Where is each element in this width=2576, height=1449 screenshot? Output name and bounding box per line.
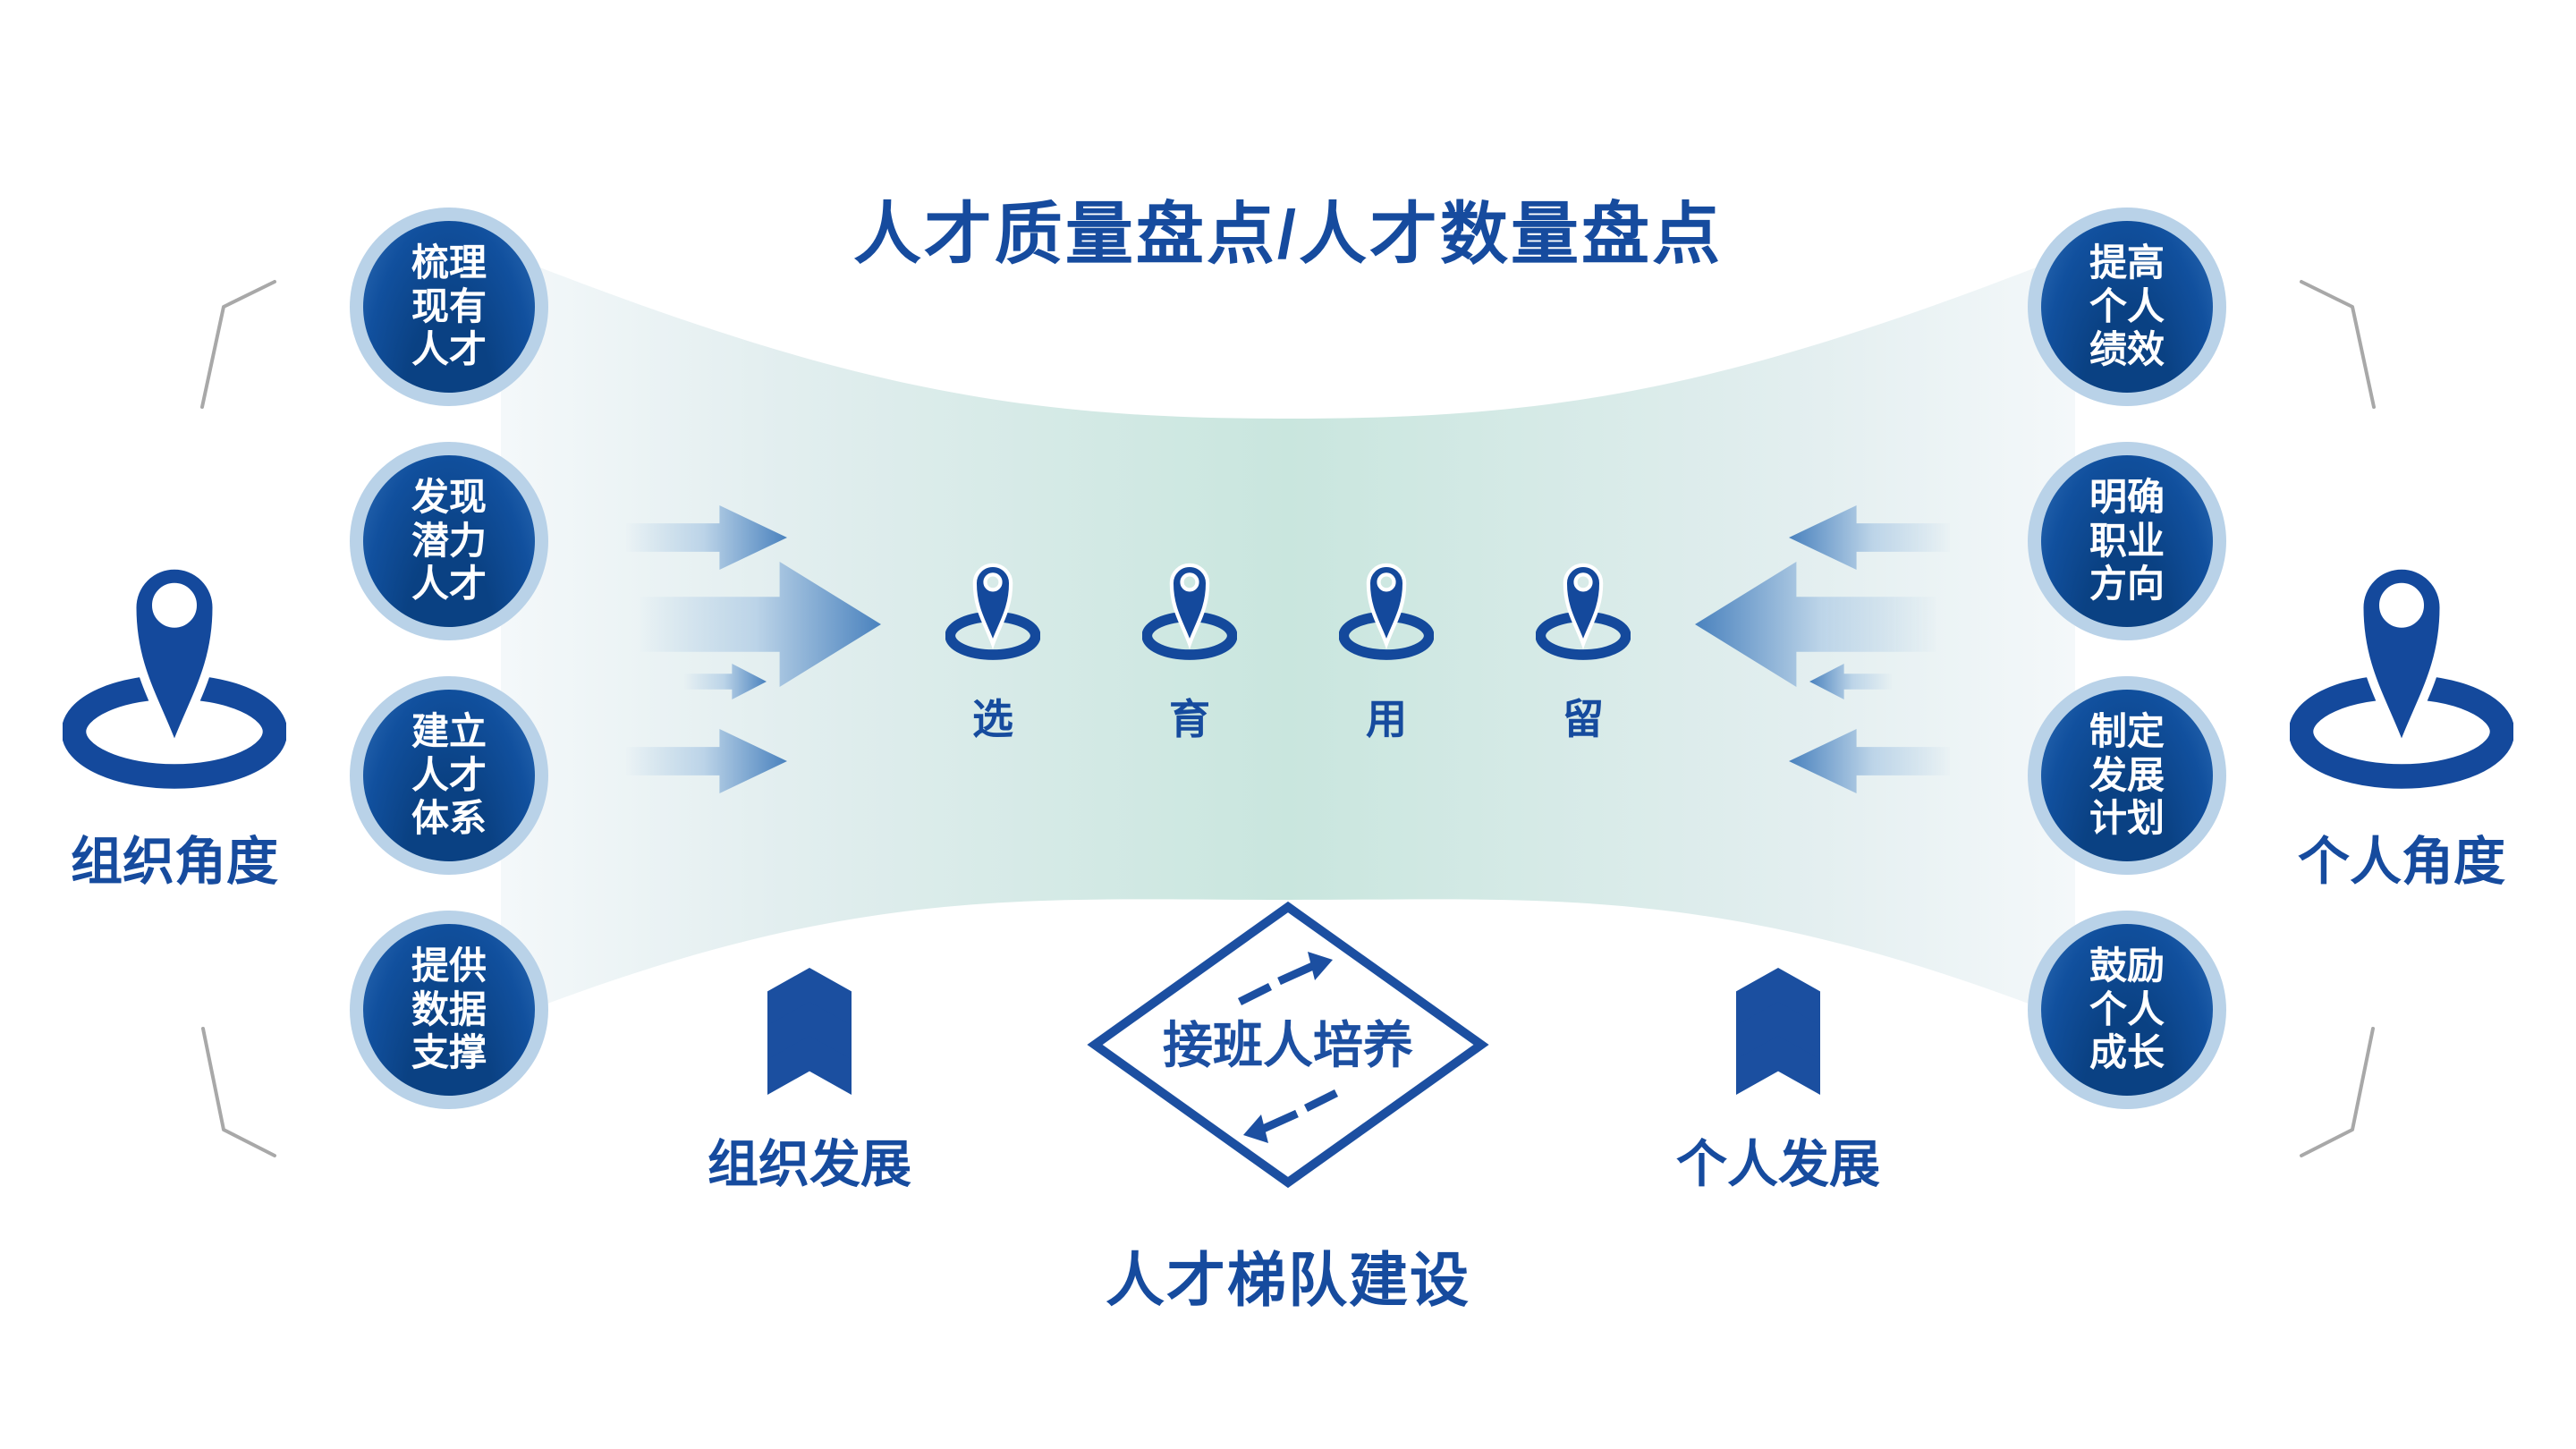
- step-label-develop: 育: [1169, 696, 1210, 742]
- personal-step-circle-1: 提高 个人 绩效: [2028, 208, 2226, 406]
- org-development-chevrons-icon: [767, 968, 852, 1095]
- org-step-circle-4: 提供 数据 支撑: [350, 911, 548, 1109]
- page-title: 人才质量盘点/人才数量盘点: [852, 197, 1724, 273]
- successor-training-diamond: 接班人培养: [1087, 901, 1489, 1189]
- step-label-select: 选: [972, 696, 1013, 742]
- org-step-circle-3: 建立 人才 体系: [350, 676, 548, 875]
- step-label-use: 用: [1366, 696, 1407, 742]
- bracket-bottom-left-icon: [201, 1027, 276, 1157]
- org-step-circle-1: 梳理 现有 人才: [350, 208, 548, 406]
- org-step-text-4: 提供 数据 支撑: [411, 944, 487, 1074]
- develop-pin-icon: [1142, 553, 1237, 662]
- retain-pin-icon: [1536, 553, 1631, 662]
- organization-location-pin-icon: [63, 536, 286, 793]
- talent-pipeline-caption: 人才梯队建设: [1106, 1247, 1470, 1313]
- rising-arrow-top-icon: [1237, 952, 1333, 1006]
- step-label-retain: 留: [1563, 696, 1604, 742]
- bracket-top-left-icon: [200, 280, 276, 409]
- bracket-top-right-icon: [2300, 280, 2376, 409]
- personal-step-circle-4: 鼓励 个人 成长: [2028, 911, 2226, 1109]
- personal-step-circle-3: 制定 发展 计划: [2028, 676, 2226, 875]
- diamond-label: 接班人培养: [1163, 1017, 1413, 1073]
- bracket-bottom-right-icon: [2300, 1027, 2375, 1157]
- personal-step-text-4: 鼓励 个人 成长: [2089, 944, 2165, 1074]
- org-step-text-3: 建立 人才 体系: [411, 709, 487, 840]
- personal-step-text-1: 提高 个人 绩效: [2089, 241, 2165, 371]
- individual-location-pin-icon: [2290, 536, 2513, 793]
- org-development-label: 组织发展: [708, 1136, 911, 1193]
- personal-development-chevrons-icon: [1736, 968, 1820, 1095]
- individual-perspective-label: 个人角度: [2297, 833, 2505, 891]
- right-flow-arrows-icon: [1690, 501, 1950, 796]
- personal-step-text-2: 明确 职业 方向: [2089, 475, 2165, 606]
- use-pin-icon: [1339, 553, 1434, 662]
- left-flow-arrows-icon: [626, 501, 886, 796]
- personal-step-text-3: 制定 发展 计划: [2089, 709, 2165, 840]
- rising-arrow-bottom-icon: [1243, 1089, 1339, 1143]
- organization-perspective-label: 组织角度: [70, 833, 278, 891]
- org-step-text-1: 梳理 现有 人才: [411, 241, 487, 371]
- select-pin-icon: [945, 553, 1040, 662]
- org-step-text-2: 发现 潜力 人才: [411, 475, 487, 606]
- personal-step-circle-2: 明确 职业 方向: [2028, 442, 2226, 640]
- org-step-circle-2: 发现 潜力 人才: [350, 442, 548, 640]
- personal-development-label: 个人发展: [1676, 1136, 1880, 1193]
